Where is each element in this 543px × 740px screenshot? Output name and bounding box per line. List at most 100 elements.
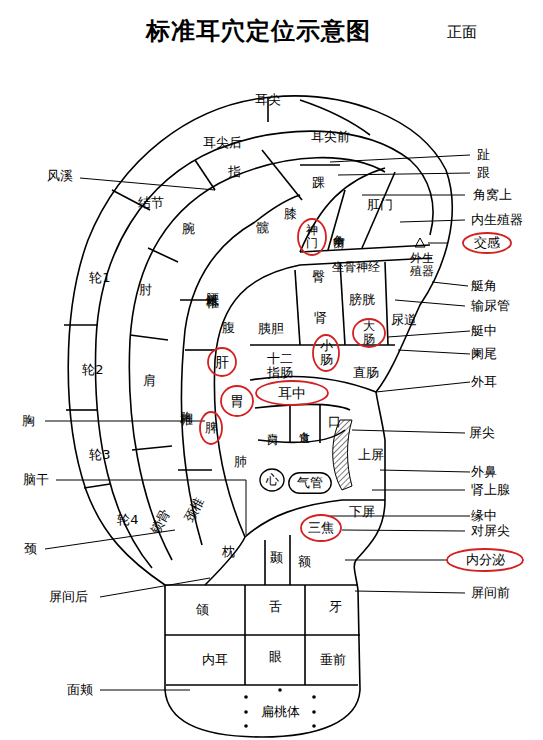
region-label: 轮1: [89, 271, 110, 285]
ear-outline-part: [258, 430, 345, 442]
leader-lines-part: [372, 490, 465, 491]
ear-outline-part: [300, 164, 340, 166]
highlight-circle: 内分泌: [446, 548, 524, 572]
callout-label: 跟: [477, 166, 490, 180]
ear-outline-part: [205, 537, 245, 585]
ear-outline-part: [66, 409, 98, 411]
outlined-region: 心: [259, 468, 285, 492]
outline-shape: [260, 469, 284, 491]
tonsil-dots-part: [312, 724, 316, 728]
region-label: 眼: [269, 650, 282, 664]
acupoint-label: 肝: [215, 355, 229, 370]
callout-label: 输尿管: [471, 299, 510, 313]
outline-shape: [256, 381, 328, 405]
callout-label: 屏间后: [49, 590, 88, 604]
callout-label: 外耳: [471, 375, 497, 389]
ear-outline-part: [328, 190, 345, 250]
region-label: 外生 殖器: [408, 252, 436, 278]
acupoint-label: 脾: [205, 421, 218, 435]
ear-outline: [64, 96, 452, 737]
acupoint-label: 胃: [230, 394, 244, 409]
leader-lines-part: [352, 430, 465, 433]
region-label: 轮2: [82, 363, 103, 377]
region-label: 肩: [143, 374, 156, 388]
callout-label: 外鼻: [471, 465, 497, 479]
outlined-region: 气管: [288, 472, 332, 494]
callout-label: 正面: [447, 24, 477, 41]
callout-label: 颈: [24, 542, 37, 556]
ear-outline-part: [165, 634, 360, 636]
leader-lines: [45, 155, 470, 690]
region-label: 腹: [222, 321, 235, 335]
region-label: 坐骨神经: [332, 261, 380, 274]
node-text-wrap: 大肠: [352, 318, 386, 348]
node-text-wrap: 神门: [297, 218, 327, 256]
callout-label: 风溪: [47, 169, 73, 183]
node-text-wrap: 心: [259, 468, 285, 492]
outline-shape: [353, 319, 385, 347]
ear-outline-part: [180, 299, 215, 301]
tonsil-dots-part: [244, 695, 248, 699]
acupoint-label: 小肠: [319, 339, 333, 366]
acupoint-label: 大肠: [362, 320, 376, 345]
acupoint-label: 交感: [474, 236, 500, 250]
ear-outline-part: [289, 535, 291, 585]
highlight-circle: 小肠: [312, 334, 340, 372]
callout-label: 面颊: [67, 683, 93, 697]
callout-label: 脑干: [23, 473, 49, 487]
region-label: 上屏: [358, 448, 384, 462]
ear-outline-part: [264, 540, 266, 585]
leader-lines-part: [80, 178, 215, 190]
node-text-wrap: 肝: [207, 347, 237, 377]
ear-outline-part: [64, 324, 98, 326]
leader-lines-part: [380, 470, 470, 472]
node-text-wrap: 胃: [220, 385, 254, 417]
leader-lines-part: [395, 300, 465, 306]
region-label: 腕: [182, 222, 195, 236]
ear-outline-part: [84, 484, 110, 488]
region-label: 耳尖: [255, 93, 281, 107]
node-text-wrap: 小肠: [312, 334, 340, 372]
leader-lines-part: [376, 382, 470, 392]
leader-lines-part: [100, 578, 210, 597]
hatched-notch: [333, 420, 352, 490]
tonsil-dots-part: [312, 710, 316, 714]
callout-label: 对屏尖: [471, 524, 510, 538]
tonsil-dots-part: [244, 710, 248, 714]
leader-lines-part: [398, 350, 470, 354]
ear-outline-part: [95, 131, 433, 568]
outline-shape: [463, 233, 511, 253]
highlight-circle: 耳中: [255, 380, 329, 406]
ear-outline-part: [214, 258, 432, 537]
ear-outline-part: [178, 469, 212, 471]
region-label: 膝: [284, 207, 297, 221]
acupoint-label: 气管: [297, 476, 323, 490]
acupoint-label: 神门: [305, 224, 319, 249]
diagram-title: 标准耳穴定位示意图: [146, 15, 371, 47]
ear-outline-part: [130, 335, 168, 340]
leader-lines-part: [428, 243, 448, 244]
region-label: 肛门: [367, 198, 393, 212]
leader-lines-part: [388, 331, 470, 337]
outline-shape: [221, 386, 253, 416]
acupoint-label: 耳中: [278, 386, 306, 401]
ear-outline-part: [362, 172, 395, 248]
callout-label: 艇角: [471, 279, 497, 293]
region-label: 臀: [312, 270, 325, 284]
region-label: 腰骶椎: [205, 283, 219, 286]
region-label: 肘: [139, 283, 152, 297]
region-label: 内耳: [202, 653, 228, 667]
region-label: 牙: [329, 600, 342, 614]
callout-label: 缘中: [471, 509, 497, 523]
callout-label: 肾上腺: [471, 483, 510, 497]
outline-shape: [200, 412, 222, 444]
ear-outline-part: [165, 584, 358, 586]
leader-lines-part: [432, 282, 468, 286]
outline-shape: [298, 219, 326, 255]
region-label: 耳尖前: [311, 130, 350, 144]
region-label: 下屏: [349, 505, 375, 519]
region-label: 舌: [269, 600, 282, 614]
region-label: 结节: [138, 196, 164, 210]
ear-outline-part: [340, 262, 345, 345]
callout-label: 屏尖: [469, 426, 495, 440]
